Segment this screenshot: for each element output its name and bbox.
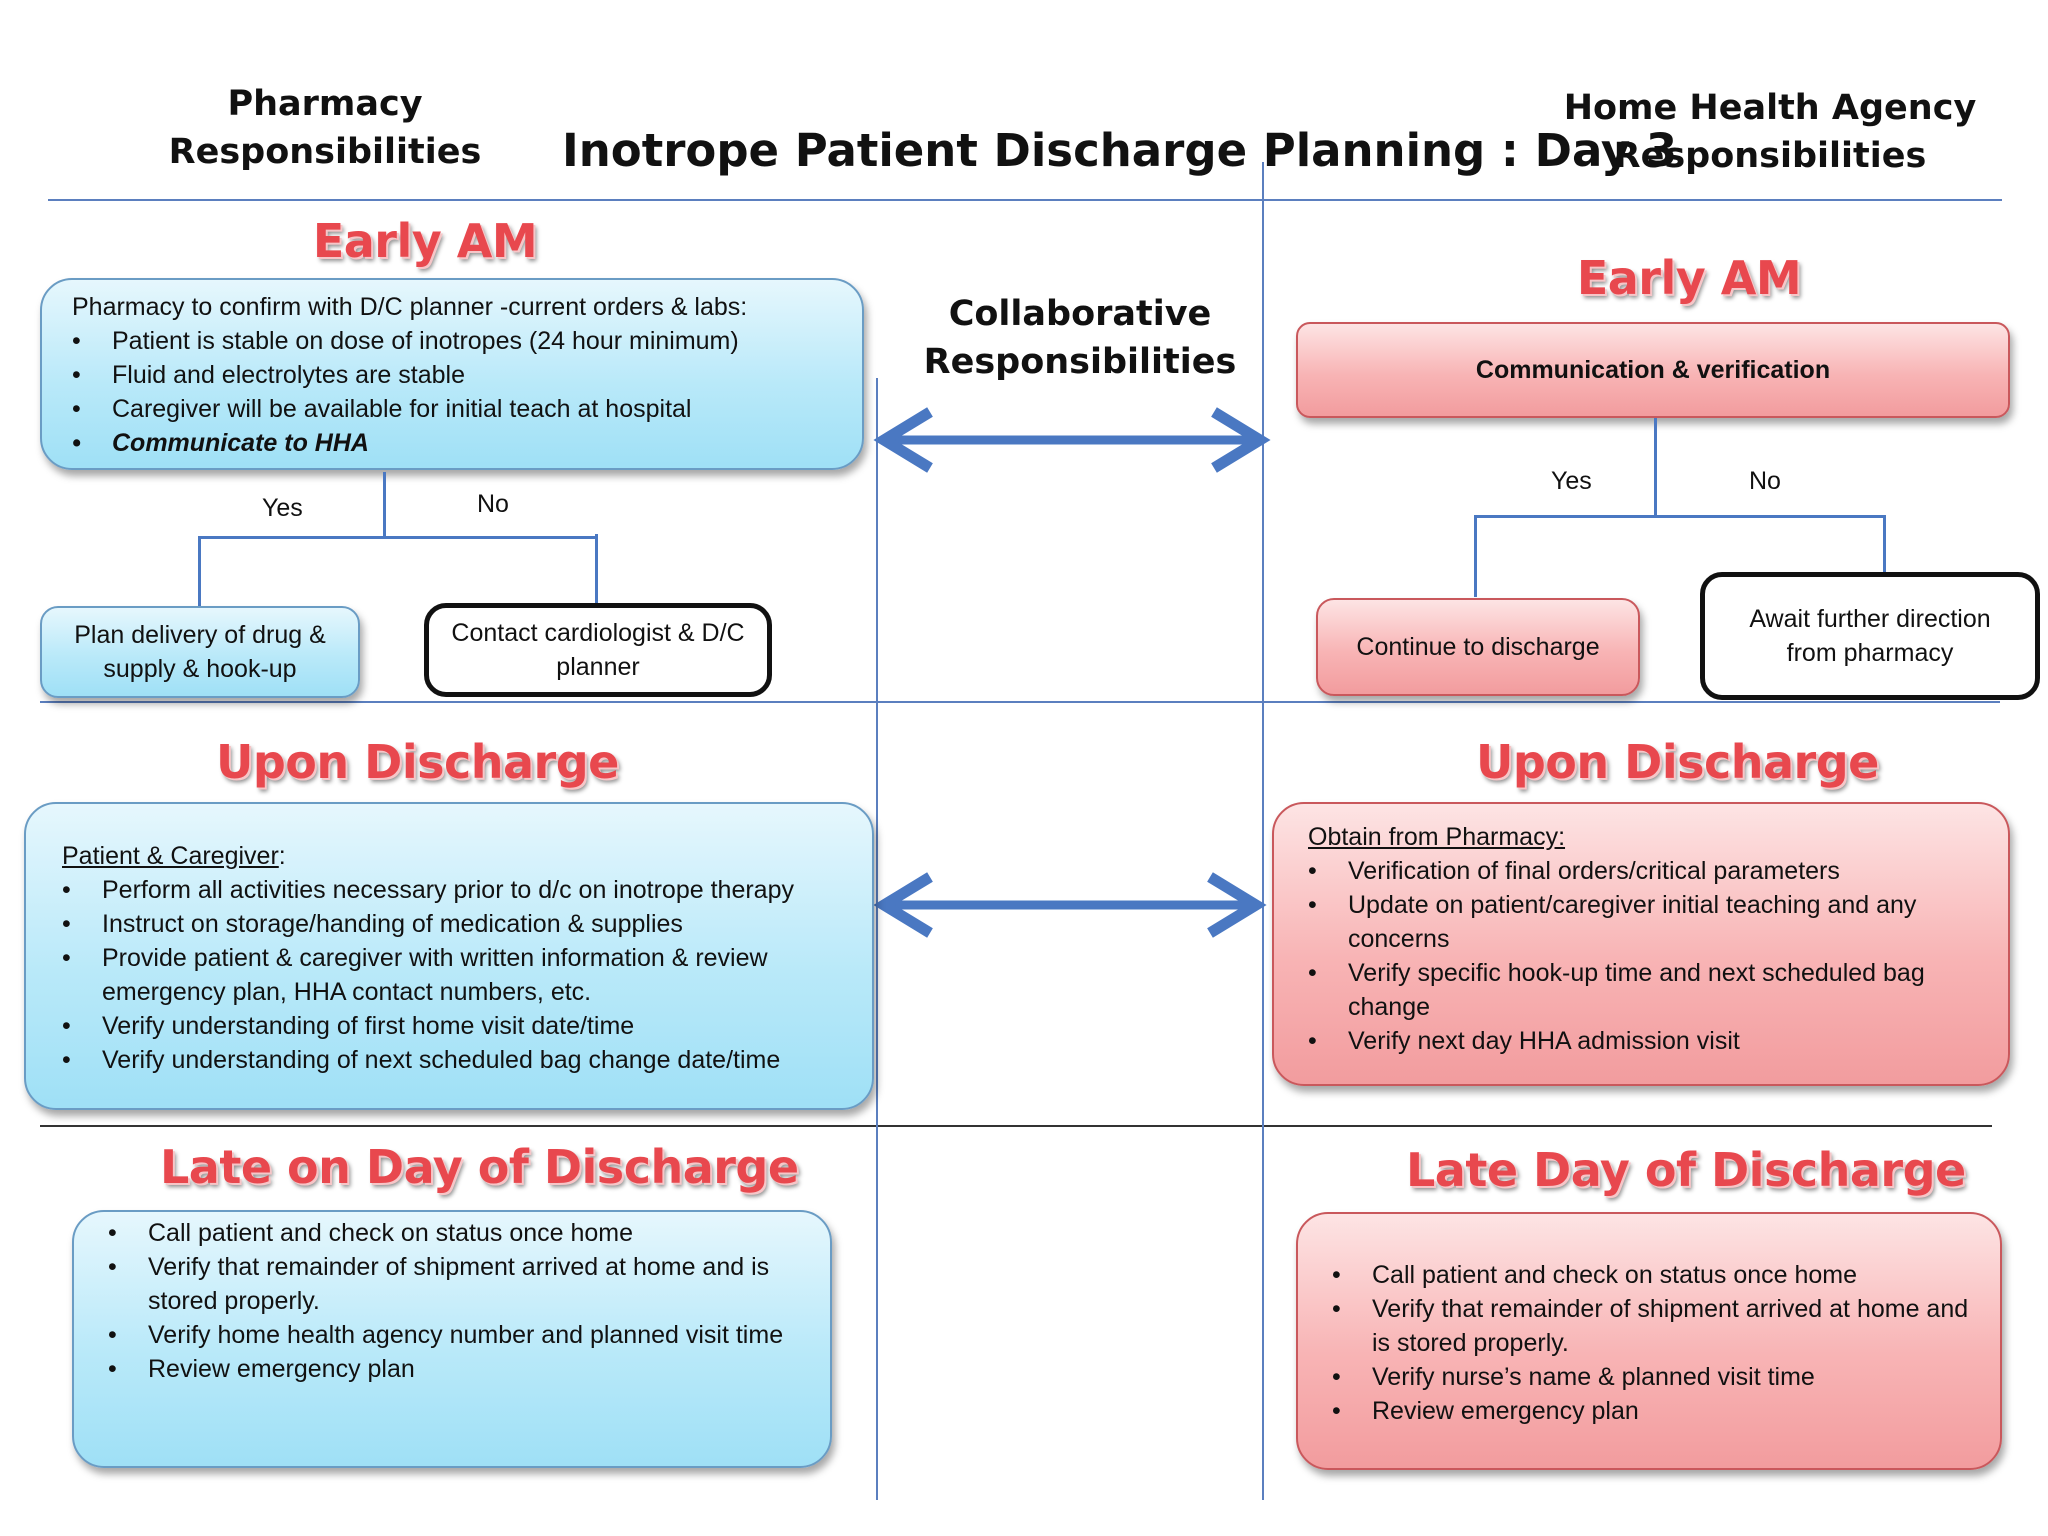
list-item: Patient is stable on dose of inotropes (… — [72, 324, 862, 358]
row-divider-2 — [40, 1125, 1992, 1127]
list-item: Verify specific hook-up time and next sc… — [1308, 956, 1988, 1024]
connector-line — [198, 536, 201, 606]
pharmacy-header: Pharmacy Responsibilities — [168, 84, 482, 172]
pharmacy-late-heading: Late on Day of Discharge — [160, 1140, 799, 1194]
list-item: Verify home health agency number and pla… — [108, 1318, 810, 1352]
list-item: Verification of final orders/critical pa… — [1308, 854, 1988, 888]
pharmacy-late-box: Call patient and check on status once ho… — [72, 1210, 832, 1468]
list-item: Review emergency plan — [1332, 1394, 1980, 1428]
communication-verification-box: Communication & verification — [1296, 322, 2010, 418]
list-item: Call patient and check on status once ho… — [1332, 1258, 1980, 1292]
heading-text: Patient & Caregiver — [62, 842, 279, 870]
hha-upon-discharge-box: Obtain from Pharmacy: Verification of fi… — [1272, 802, 2010, 1086]
pharmacy-yes-label: Yes — [262, 494, 303, 522]
connector-line — [1474, 515, 1477, 597]
hha-yes-label: Yes — [1551, 467, 1592, 495]
list-item: Verify that remainder of shipment arrive… — [108, 1250, 810, 1318]
header-divider — [48, 199, 2002, 201]
hha-upon-discharge-heading: Upon Discharge — [1476, 735, 1879, 789]
list-item: Fluid and electrolytes are stable — [72, 358, 862, 392]
pharmacy-no-label: No — [477, 490, 509, 518]
list-item: Perform all activities necessary prior t… — [62, 873, 862, 907]
list-item: Instruct on storage/handing of medicatio… — [62, 907, 862, 941]
double-arrow-early-icon — [873, 407, 1271, 473]
connector-line — [1474, 515, 1886, 518]
list-item: Verify understanding of next scheduled b… — [62, 1043, 862, 1077]
hha-no-label: No — [1749, 467, 1781, 495]
obtain-from-pharmacy-heading: Obtain from Pharmacy: — [1308, 823, 1566, 851]
pharmacy-early-am-box: Pharmacy to confirm with D/C planner -cu… — [40, 278, 864, 470]
pharmacy-upon-discharge-box: Patient & Caregiver: Perform all activit… — [24, 802, 874, 1110]
connector-line — [1883, 518, 1886, 574]
list-item: Provide patient & caregiver with written… — [62, 941, 862, 1009]
contact-cardiologist-box: Contact cardiologist & D/C planner — [424, 603, 772, 697]
connector-line — [1654, 418, 1657, 518]
hha-early-am-heading: Early AM — [1576, 251, 1802, 305]
patient-caregiver-heading: Patient & Caregiver: — [62, 839, 862, 873]
heading-suffix: : — [278, 842, 286, 870]
page-title: Inotrope Patient Discharge Planning : Da… — [562, 124, 1678, 177]
column-divider-right — [1262, 162, 1264, 1500]
list-item: Verify nurse’s name & planned visit time — [1332, 1360, 1980, 1394]
continue-discharge-box: Continue to discharge — [1316, 598, 1640, 696]
double-arrow-upon-icon — [873, 872, 1267, 938]
list-item: Verify that remainder of shipment arrive… — [1332, 1292, 1980, 1360]
list-item: Verify next day HHA admission visit — [1308, 1024, 1988, 1058]
plan-delivery-box: Plan delivery of drug & supply & hook-up — [40, 606, 360, 698]
hha-header: Home Health Agency Responsibilities — [1563, 88, 1977, 176]
pharmacy-upon-discharge-heading: Upon Discharge — [216, 735, 619, 789]
pharmacy-early-am-heading: Early AM — [312, 214, 538, 268]
connector-line — [198, 536, 598, 539]
await-direction-box: Await further direction from pharmacy — [1700, 572, 2040, 700]
list-item: Verify understanding of first home visit… — [62, 1009, 862, 1043]
pharmacy-early-intro: Pharmacy to confirm with D/C planner -cu… — [72, 293, 748, 321]
list-item: Caregiver will be available for initial … — [72, 392, 862, 426]
hha-late-box: Call patient and check on status once ho… — [1296, 1212, 2002, 1470]
column-divider-left — [876, 378, 878, 1500]
hha-late-heading: Late Day of Discharge — [1406, 1143, 1966, 1197]
list-item: Call patient and check on status once ho… — [108, 1216, 810, 1250]
list-item: Communicate to HHA — [72, 426, 862, 460]
collaborative-header: Collaborative Responsibilities — [923, 294, 1237, 382]
row-divider-1 — [40, 701, 2000, 703]
connector-line — [383, 472, 386, 538]
connector-line — [595, 534, 598, 604]
list-item: Update on patient/caregiver initial teac… — [1308, 888, 1988, 956]
list-item: Review emergency plan — [108, 1352, 810, 1386]
